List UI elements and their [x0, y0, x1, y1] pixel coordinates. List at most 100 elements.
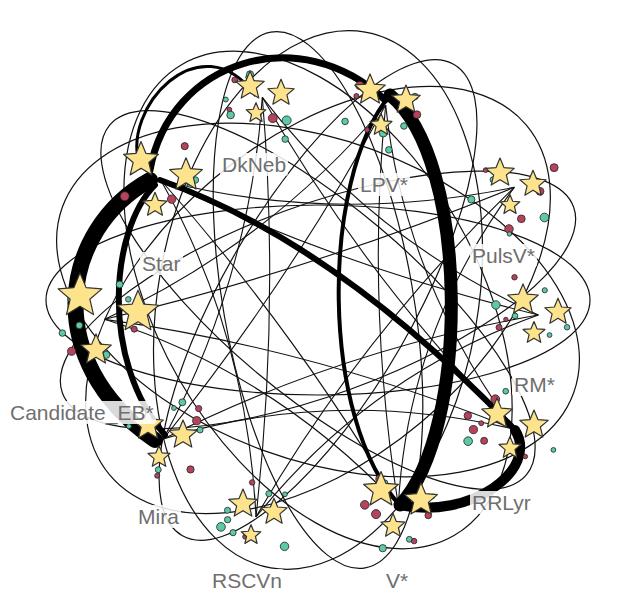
dot	[564, 324, 570, 330]
chord-line	[161, 180, 539, 315]
dot-group	[59, 71, 570, 552]
star-icon	[370, 114, 392, 135]
star-icon	[124, 142, 159, 175]
category-label: Star	[140, 252, 183, 275]
star-group	[58, 71, 571, 543]
star-icon	[268, 79, 294, 104]
category-label: PulsV*	[470, 244, 537, 267]
orbit-lines	[7, 0, 620, 603]
category-label: RSCVn	[210, 569, 284, 592]
orbit-ellipse	[49, 52, 588, 547]
dot	[227, 111, 235, 119]
dot	[411, 538, 417, 544]
star-icon	[392, 85, 420, 112]
star-icon	[520, 170, 546, 195]
dot	[68, 347, 76, 355]
dot	[479, 421, 484, 426]
dot	[464, 437, 473, 446]
dot	[283, 492, 288, 497]
dot	[126, 297, 132, 303]
category-label: Candidate_EB*	[8, 401, 156, 424]
dot	[360, 501, 369, 510]
orbit-ellipse	[177, 16, 459, 585]
dot	[126, 424, 131, 429]
star-icon	[500, 195, 520, 214]
dot	[155, 467, 161, 473]
dot	[167, 195, 175, 203]
dot	[365, 128, 370, 133]
orbit-ellipse	[7, 3, 620, 598]
dot	[379, 545, 386, 552]
dot	[196, 405, 202, 411]
thick-link	[160, 180, 515, 430]
dot	[372, 510, 381, 519]
star-icon	[117, 290, 159, 330]
dot	[512, 275, 518, 281]
star-icon	[381, 513, 405, 536]
dot	[282, 116, 291, 125]
dot	[512, 313, 518, 319]
dot	[540, 213, 549, 222]
dot	[179, 399, 186, 406]
dot	[187, 466, 194, 473]
dot	[172, 406, 177, 411]
dot	[266, 491, 272, 497]
star-icon	[355, 74, 386, 103]
dot	[469, 426, 477, 434]
dot	[224, 507, 230, 513]
dot	[481, 437, 488, 444]
dot	[268, 114, 277, 123]
dot	[223, 97, 228, 102]
star-icon	[364, 472, 399, 505]
dot	[542, 288, 547, 293]
dot	[523, 454, 528, 459]
star-icon	[229, 489, 257, 516]
star-icon	[81, 334, 112, 363]
star-icon	[143, 192, 167, 215]
category-label: RRLyr	[470, 491, 533, 514]
chord-line	[163, 410, 513, 439]
dot	[131, 326, 137, 332]
dot	[551, 448, 556, 453]
dot	[342, 118, 349, 125]
orbit-ellipse	[100, 17, 537, 583]
star-icon	[169, 420, 197, 447]
chord-line	[163, 105, 385, 439]
dot	[224, 517, 230, 523]
star-icon	[508, 284, 539, 313]
category-label: RM*	[512, 373, 557, 396]
star-icon	[236, 71, 264, 98]
dot	[197, 427, 203, 433]
chord-line	[161, 180, 399, 505]
dot	[492, 301, 500, 309]
star-icon	[241, 525, 261, 544]
chord-line	[161, 180, 256, 517]
star-icon	[246, 103, 266, 122]
dot	[517, 215, 525, 223]
dot	[386, 147, 393, 154]
orbit-ellipse	[43, 0, 592, 603]
dot	[181, 143, 188, 150]
dot	[468, 196, 475, 203]
category-label: DkNeb	[220, 153, 288, 176]
dot	[507, 232, 511, 236]
star-icon	[261, 498, 287, 523]
category-label: LPV*	[358, 173, 410, 196]
dot	[464, 412, 471, 419]
dot	[504, 317, 508, 321]
thick-link	[390, 95, 451, 505]
dot	[280, 542, 288, 550]
star-icon	[405, 483, 438, 514]
dot	[249, 480, 255, 486]
dot	[230, 530, 236, 536]
star-icon	[523, 322, 545, 343]
star-icon	[486, 158, 514, 185]
star-icon	[545, 298, 571, 323]
dot	[76, 322, 83, 329]
dot	[59, 330, 66, 337]
star-icon	[499, 437, 521, 458]
category-label: V*	[384, 569, 410, 592]
dot	[354, 94, 359, 99]
star-icon	[482, 398, 513, 427]
